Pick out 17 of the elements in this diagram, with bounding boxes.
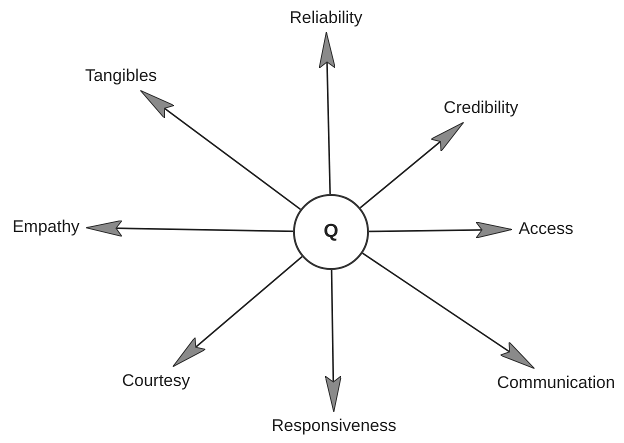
arrow bbox=[324, 270, 342, 412]
arrow bbox=[318, 32, 336, 194]
quality-label: Credibility bbox=[444, 98, 518, 118]
arrow bbox=[360, 122, 464, 208]
quality-label: Tangibles bbox=[85, 66, 157, 86]
quality-label: Reliability bbox=[290, 8, 362, 28]
quality-label: Access bbox=[518, 219, 574, 239]
quality-label: Courtesy bbox=[122, 371, 190, 391]
arrow bbox=[172, 256, 303, 368]
arrow bbox=[362, 252, 535, 370]
center-label: Q bbox=[324, 221, 338, 243]
quality-label: Communication bbox=[496, 373, 616, 393]
arrow bbox=[86, 220, 294, 237]
arrow bbox=[140, 90, 301, 210]
quality-label: Empathy bbox=[12, 217, 80, 237]
quality-label: Responsiveness bbox=[272, 416, 396, 436]
arrow bbox=[368, 221, 512, 238]
